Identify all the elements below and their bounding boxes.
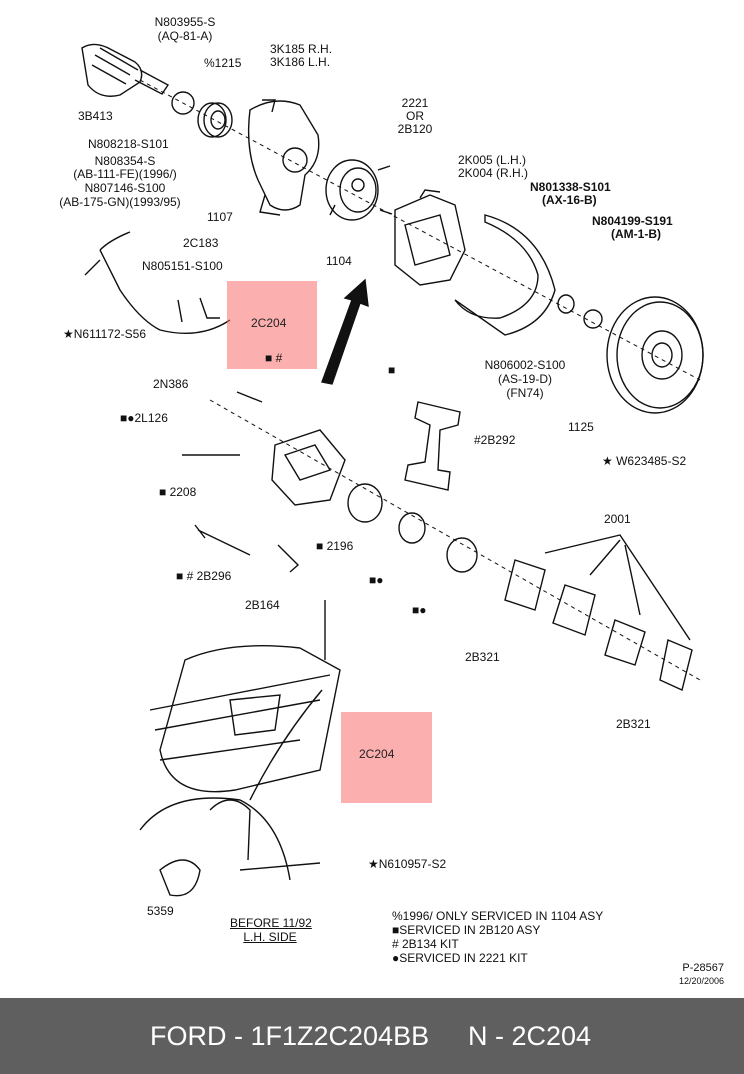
brake-pads-drawing [504, 559, 693, 691]
footer-bar: FORD - 1F1Z2C204BB N - 2C204 [0, 998, 744, 1074]
label-n610957: ★N610957-S2 [368, 857, 447, 871]
hub-drawing [325, 159, 393, 221]
label-w623485: ★ W623485-S2 [602, 454, 687, 468]
washer-drawing [557, 294, 575, 314]
label-2b321-a: 2B321 [465, 650, 500, 664]
label-fn74: (FN74) [506, 386, 544, 400]
sensor-wire-upper [84, 231, 231, 335]
label-n808354: N808354-S [94, 154, 156, 168]
label-n804199: N804199-S191 [592, 214, 673, 228]
label-3k186: 3K186 L.H. [270, 55, 331, 69]
bolt-drawing [194, 524, 251, 556]
document-date: 12/20/2006 [678, 976, 724, 986]
label-or: OR [406, 109, 424, 123]
label-3k185: 3K185 R.H. [270, 42, 333, 56]
label-2221: 2221 [401, 96, 429, 110]
caliper-drawing [394, 189, 466, 286]
label-n611172: ★N611172-S56 [63, 327, 147, 341]
legend-item: ■SERVICED IN 2B120 ASY [392, 923, 541, 937]
label-2k005: 2K005 (L.H.) [458, 153, 527, 167]
label-2c183: 2C183 [183, 236, 219, 250]
footer-reference: N - 2C204 [468, 1021, 592, 1051]
bearing-drawing [197, 102, 233, 138]
document-number: P-28567 [682, 962, 724, 974]
label-am1b: (AM-1-B) [611, 227, 661, 241]
label-sq: ■ [388, 363, 396, 377]
label-2196: ■ 2196 [316, 539, 354, 553]
label-lh-side: L.H. SIDE [243, 930, 297, 944]
label-2b120: 2B120 [397, 122, 433, 136]
footer-part-number: FORD - 1F1Z2C204BB [150, 1021, 430, 1051]
label-n807146: N807146-S100 [84, 181, 166, 195]
label-2l126: ■●2L126 [120, 411, 168, 425]
legend: %1996/ ONLY SERVICED IN 1104 ASY ■SERVIC… [392, 909, 603, 965]
label-2b321-b: 2B321 [616, 717, 651, 731]
label-1125: 1125 [568, 420, 594, 434]
label-2c204-lower: 2C204 [359, 747, 395, 761]
lower-caliper-drawing [271, 429, 346, 506]
label-2001: 2001 [604, 512, 631, 526]
rotor-drawing [606, 296, 704, 414]
label-1104: 1104 [326, 254, 352, 268]
diagram-drawing [81, 43, 704, 897]
label-n808218: N808218-S101 [88, 137, 169, 151]
label-5359: 5359 [147, 904, 174, 918]
legend-item: %1996/ ONLY SERVICED IN 1104 ASY [392, 909, 604, 923]
highlight-2c204-lower: 2C204 [341, 712, 432, 803]
label-n806002: N806002-S100 [484, 358, 566, 372]
label-1215: %1215 [204, 56, 242, 70]
direction-arrow [321, 278, 369, 385]
label-ab111: (AB-111-FE)(1996/) [73, 167, 177, 181]
legend-item: # 2B134 KIT [392, 937, 459, 951]
label-2c204-upper: 2C204 [251, 316, 287, 330]
label-sqdot-2: ■● [412, 603, 427, 617]
anchor-plate-drawing [404, 401, 461, 491]
label-n803955: N803955-S [154, 15, 216, 29]
label-2b296: ■ # 2B296 [176, 569, 232, 583]
label-ab175: (AB-175-GN)(1993/95) [59, 195, 181, 209]
label-2k004: 2K004 (R.H.) [458, 166, 529, 180]
knuckle-drawing [247, 99, 320, 216]
label-2n386: 2N386 [153, 377, 189, 391]
piston-drawing [347, 483, 383, 523]
label-n801338: N801338-S101 [530, 180, 611, 194]
label-2b292: #2B292 [474, 433, 516, 447]
label-sq-hash: ■ # [265, 351, 283, 365]
highlight-2c204-upper: 2C204 [227, 281, 317, 369]
label-aq81a: (AQ-81-A) [157, 29, 213, 43]
legend-item: ●SERVICED IN 2221 KIT [392, 951, 528, 965]
splash-shield-drawing [454, 214, 556, 336]
label-as19d: (AS-19-D) [497, 372, 552, 386]
cv-joint-drawing [81, 43, 170, 97]
label-1107: 1107 [207, 210, 233, 224]
label-ax16b: (AX-16-B) [542, 193, 597, 207]
label-n805151: N805151-S100 [142, 259, 223, 273]
label-3b413: 3B413 [78, 109, 113, 123]
label-2208: ■ 2208 [159, 485, 197, 499]
label-2b164: 2B164 [245, 598, 280, 612]
retaining-ring-drawing [171, 91, 195, 115]
exploded-parts-diagram: N803955-S (AQ-81-A) %1215 3K185 R.H. 3K1… [59, 15, 724, 987]
nut-drawing [583, 309, 603, 329]
label-before-1192: BEFORE 11/92 [230, 916, 312, 930]
label-sqdot-1: ■● [369, 573, 384, 587]
vehicle-body-drawing [139, 600, 341, 897]
